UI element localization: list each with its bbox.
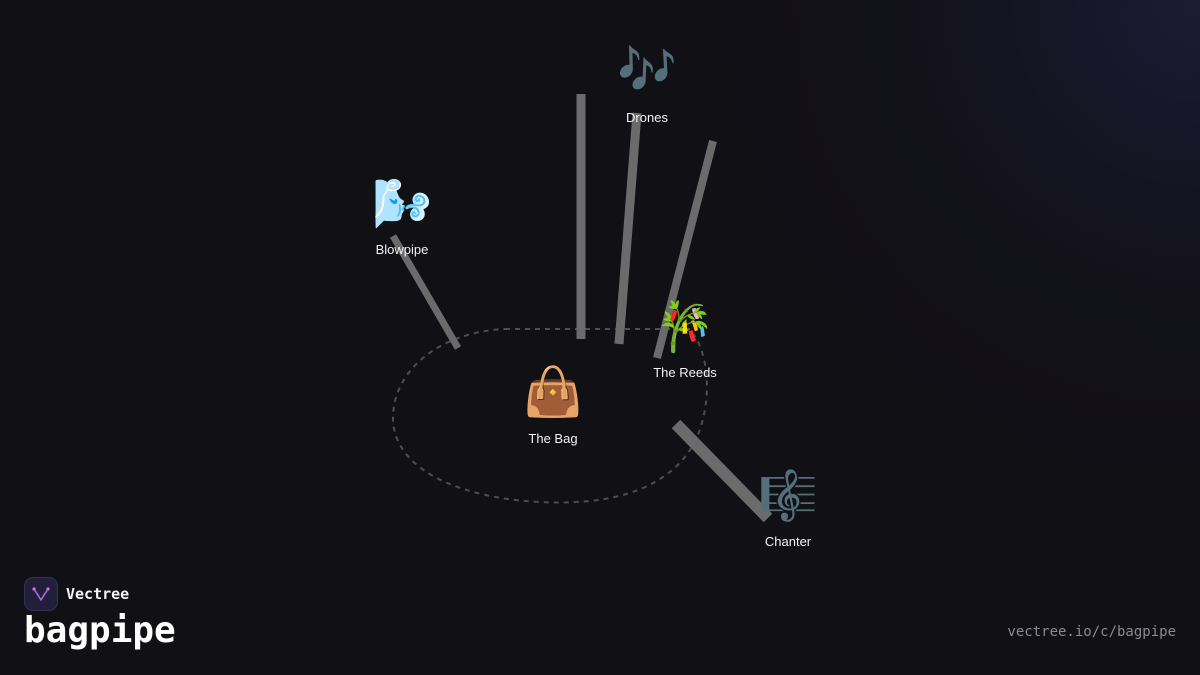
node-label-blowpipe: Blowpipe xyxy=(376,242,429,257)
node-label-drones: Drones xyxy=(626,110,668,125)
node-blowpipe[interactable]: 🌬️ Blowpipe xyxy=(372,176,432,257)
node-label-chanter: Chanter xyxy=(765,534,812,549)
blowpipe-connector xyxy=(389,234,462,350)
node-label-the-bag: The Bag xyxy=(528,431,577,446)
node-the-bag[interactable]: 👜 The Bag xyxy=(523,364,583,446)
node-reeds[interactable]: 🎋 The Reeds xyxy=(653,299,717,380)
page-url[interactable]: vectree.io/c/bagpipe xyxy=(1007,624,1176,640)
drone-connector-3 xyxy=(653,140,717,359)
wind-face-icon: 🌬️ xyxy=(372,176,432,232)
page-title: bagpipe xyxy=(24,610,176,651)
vectree-logo-icon xyxy=(24,577,58,611)
bamboo-icon: 🎋 xyxy=(655,299,715,355)
chanter-connector xyxy=(671,419,773,523)
brand-name: Vectree xyxy=(66,585,130,603)
drone-connector-2 xyxy=(614,112,642,345)
node-label-reeds: The Reeds xyxy=(653,365,717,380)
musical-notes-icon: 🎶 xyxy=(617,42,677,98)
node-chanter[interactable]: 🎼 Chanter xyxy=(758,468,818,549)
node-drones[interactable]: 🎶 Drones xyxy=(617,42,677,125)
musical-score-icon: 🎼 xyxy=(758,468,818,524)
brand[interactable]: Vectree xyxy=(24,577,129,611)
handbag-icon: 👜 xyxy=(523,364,583,420)
